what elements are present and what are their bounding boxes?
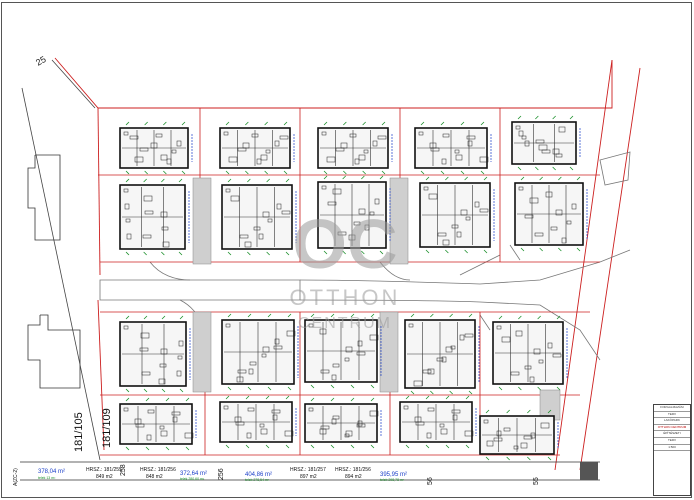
- watermark-line2: CENTRUM: [298, 315, 392, 332]
- building-13: [304, 313, 382, 389]
- building-18: [304, 397, 382, 449]
- building-4: [414, 121, 492, 175]
- parking-strips: [192, 177, 561, 421]
- building-17: [219, 395, 297, 449]
- bottom-right-block: [580, 462, 598, 480]
- left-boundary-lines: [21, 59, 101, 461]
- lot-c-hrsz: HRSZ.: 181/256: [140, 467, 176, 473]
- lot-a-area: 378,04 m²: [38, 469, 65, 475]
- title-row-2: TERV: [654, 412, 690, 419]
- building-10: [514, 176, 588, 252]
- bottom-area-strip: A(ZC-2) 378,04 m² telek 13 m² HRSZ.: 181…: [13, 461, 600, 486]
- parcel-label-181-105: 181/105: [73, 412, 85, 452]
- building-8: [317, 175, 391, 255]
- title-block: FORGALMAZÁSI TERV LAKÓPARK OTTHON CENTRU…: [653, 404, 691, 496]
- building-19: [399, 395, 477, 449]
- building-7: [221, 178, 297, 256]
- lot-h-area: 395,95 m²: [380, 472, 407, 478]
- left-strip-label: A(ZC-2): [13, 468, 19, 486]
- title-row-3: LAKÓPARK: [654, 418, 690, 425]
- building-1: [119, 121, 193, 175]
- building-5: [511, 115, 581, 171]
- lot-g-hrsz: HRSZ.: 181/256: [335, 467, 371, 473]
- building-3: [317, 121, 393, 175]
- title-row-4: ÉPÍTÉSZETI: [654, 431, 690, 438]
- parcel-label-181-109: 181/109: [101, 408, 113, 448]
- title-row-scale: 1:500: [654, 445, 690, 452]
- lot-d-note: telek 280,60 m²: [180, 477, 205, 481]
- title-row-1: FORGALMAZÁSI: [654, 405, 690, 412]
- lot-b-size: 849 m2: [96, 474, 113, 480]
- building-11: [119, 315, 191, 393]
- building-12: [221, 313, 299, 391]
- building-14: [404, 313, 480, 395]
- lot-d-area: 372,64 m²: [180, 471, 207, 477]
- watermark: OC OTTHON CENTRUM: [290, 205, 401, 332]
- building-2: [219, 121, 295, 175]
- building-15: [492, 315, 568, 391]
- neighbour-buildings: [27, 154, 81, 389]
- edge-number-56: 56: [427, 477, 434, 485]
- building-6: [119, 178, 190, 256]
- edge-number-258: 258: [120, 464, 127, 476]
- watermark-monogram: OC: [293, 205, 398, 283]
- buildings-layer: [119, 115, 588, 461]
- lot-b-hrsz: HRSZ.: 181/255: [86, 467, 122, 473]
- edge-number-55: 55: [533, 477, 540, 485]
- title-row-highlight: OTTHON CENTRUM: [654, 425, 690, 432]
- building-9: [419, 176, 495, 254]
- site-boundary: [54, 57, 641, 471]
- lot-e-area: 404,86 m²: [245, 472, 272, 478]
- title-row-5: TERV: [654, 438, 690, 445]
- lot-h-note: telek 298,78 m²: [380, 478, 405, 482]
- lot-c-size: 848 m2: [146, 474, 163, 480]
- lot-e-note: telek 278,54 m²: [245, 478, 270, 482]
- central-road: [99, 151, 631, 361]
- lot-a-note: telek 13 m²: [38, 476, 56, 480]
- building-20: [479, 409, 559, 461]
- building-16: [119, 397, 197, 451]
- lot-f-size: 897 m2: [300, 474, 317, 480]
- street-number-top: 25: [34, 54, 48, 68]
- watermark-line1: OTTHON: [290, 285, 401, 310]
- lot-f-hrsz: HRSZ.: 181/257: [290, 467, 326, 473]
- lot-g-size: 894 m2: [345, 474, 362, 480]
- edge-number-256: 256: [218, 468, 225, 480]
